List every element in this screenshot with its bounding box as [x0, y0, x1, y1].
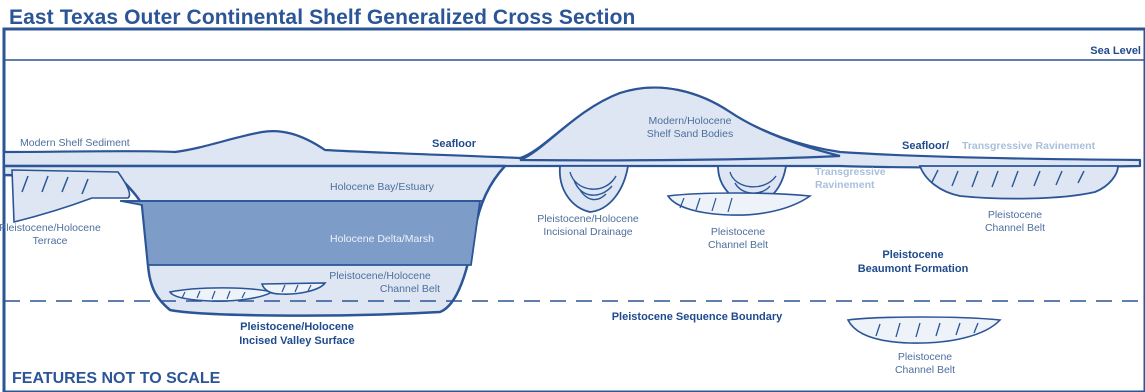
terrace-deposit — [11, 169, 131, 224]
channel-belt-right-label-1: Pleistocene — [988, 209, 1042, 221]
not-to-scale-label: FEATURES NOT TO SCALE — [12, 370, 221, 387]
holocene-delta-label: Holocene Delta/Marsh — [330, 233, 434, 245]
shelf-sand-label-1: Modern/Holocene — [649, 115, 732, 127]
shelf-sand-label-2: Shelf Sand Bodies — [647, 128, 733, 140]
channel-belt-right-label-2: Channel Belt — [985, 222, 1045, 234]
channel-belt-low-label-1: Pleistocene — [898, 351, 952, 363]
seafloor-label: Seafloor — [432, 138, 477, 150]
channel-belt-mid — [666, 192, 813, 216]
channel-belt-low — [846, 316, 1002, 344]
incisional-drainage-label-1: Pleistocene/Holocene — [537, 213, 639, 225]
seafloor-right-label: Seafloor/ — [902, 140, 949, 152]
ravinement-label: Ravinement — [815, 179, 875, 191]
transgressive-ravinement-inline-label: Transgressive Ravinement — [962, 140, 1096, 152]
incisional-drainage-label-2: Incisional Drainage — [543, 226, 632, 238]
incised-valley-label-1: Pleistocene/Holocene — [240, 321, 354, 333]
valley-channel-label-2: Channel Belt — [380, 283, 440, 295]
valley-channel-label-1: Pleistocene/Holocene — [329, 270, 431, 282]
valley-channel-hatch — [181, 284, 312, 300]
channel-belt-mid-label-2: Channel Belt — [708, 239, 768, 251]
sequence-boundary-label: Pleistocene Sequence Boundary — [612, 311, 783, 323]
valley-channel-belt — [168, 287, 275, 302]
incised-valley-label-2: Incised Valley Surface — [239, 335, 355, 347]
channel-belt-right-hatch — [931, 169, 1085, 188]
sea-level-label: Sea Level — [1090, 45, 1141, 57]
modern-shelf-sediment-label: Modern Shelf Sediment — [20, 137, 130, 149]
incisional-drainage-fill-lines — [569, 171, 617, 201]
channel-belt-low-hatch — [875, 322, 979, 338]
holocene-bay-label: Holocene Bay/Estuary — [330, 181, 435, 193]
channel-belt-mid-hatch — [679, 197, 733, 213]
channel-belt-right — [918, 165, 1119, 200]
channel-belt-low-label-2: Channel Belt — [895, 364, 955, 376]
valley-channel-belt-upper — [260, 282, 327, 295]
terrace-label-1: Pleistocene/Holocene — [0, 222, 101, 234]
shelf-sand-body — [519, 86, 841, 162]
beaumont-label-1: Pleistocene — [882, 249, 943, 261]
channel-belt-mid-label-1: Pleistocene — [711, 226, 765, 238]
diagram-title: East Texas Outer Continental Shelf Gener… — [9, 6, 636, 29]
terrace-label-2: Terrace — [32, 235, 67, 247]
beaumont-label-2: Beaumont Formation — [858, 263, 969, 275]
terrace-hatch — [21, 175, 89, 195]
transgressive-label: Transgressive — [815, 166, 886, 178]
